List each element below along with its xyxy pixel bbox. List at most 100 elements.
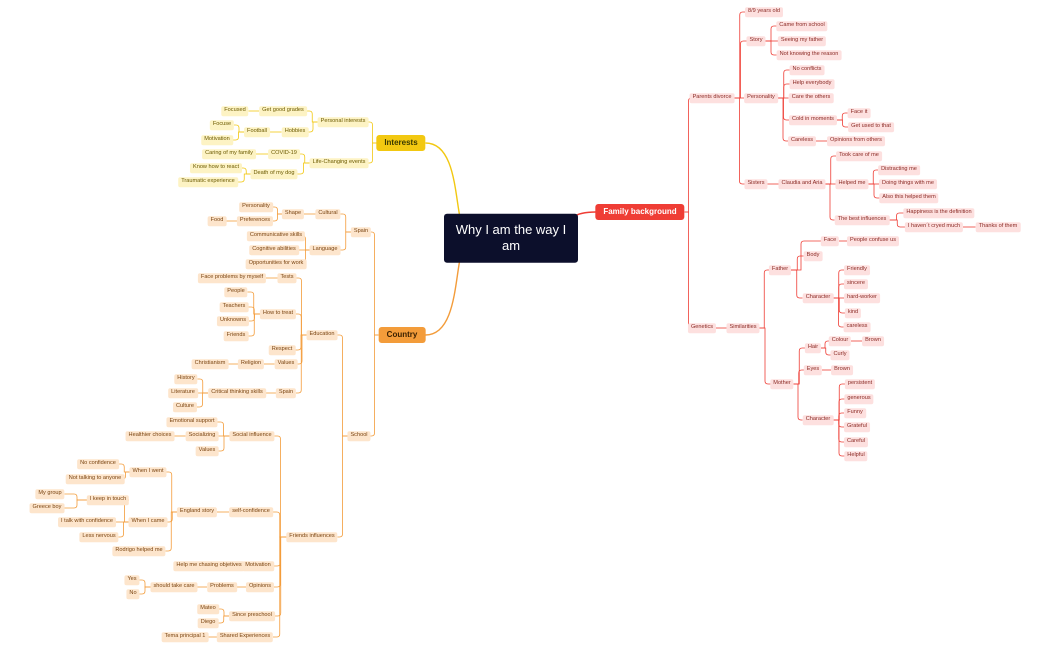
topic-greece-boy[interactable]: Greece boy bbox=[29, 503, 65, 513]
topic-spain[interactable]: Spain bbox=[275, 388, 297, 398]
topic-diego[interactable]: Diego bbox=[197, 618, 219, 628]
topic-motivation[interactable]: Motivation bbox=[242, 561, 274, 571]
topic-came-from-school[interactable]: Came from school bbox=[776, 21, 828, 31]
topic-cognitive-abilities[interactable]: Cognitive abilities bbox=[249, 245, 299, 255]
topic-my-group[interactable]: My group bbox=[35, 489, 65, 499]
topic-helped-me[interactable]: Helped me bbox=[835, 179, 869, 189]
topic-traumatic-experience[interactable]: Traumatic experience bbox=[178, 177, 238, 187]
topic-caring-of-my-family[interactable]: Caring of my family bbox=[202, 149, 256, 159]
topic-eyes[interactable]: Eyes bbox=[803, 365, 823, 375]
topic-healthier-choices[interactable]: Healthier choices bbox=[125, 431, 175, 441]
topic-education[interactable]: Education bbox=[306, 330, 338, 340]
topic-distracting-me[interactable]: Distracting me bbox=[878, 165, 920, 175]
topic-language[interactable]: Language bbox=[309, 245, 341, 255]
topic-friends[interactable]: Friends bbox=[223, 331, 249, 341]
topic-similarities[interactable]: Similarities bbox=[726, 323, 760, 333]
topic-happiness-is-the-definition[interactable]: Happiness is the definition bbox=[903, 208, 975, 218]
topic-claudia-and-aria[interactable]: Claudia and Aria bbox=[778, 179, 826, 189]
topic-self-confidence[interactable]: self-confidence bbox=[229, 507, 273, 517]
topic-careless[interactable]: careless bbox=[843, 322, 871, 332]
topic-persistent[interactable]: persistent bbox=[844, 379, 876, 389]
topic-tema-principal-1[interactable]: Tema principal 1 bbox=[161, 632, 209, 642]
topic-hard-worker[interactable]: hard-worker bbox=[844, 293, 880, 303]
topic-father[interactable]: Father bbox=[768, 265, 792, 275]
topic-story[interactable]: Story bbox=[746, 36, 766, 46]
topic-know-how-to-react[interactable]: Know how to react bbox=[189, 163, 243, 173]
topic-brown[interactable]: Brown bbox=[831, 365, 853, 375]
topic-also-this-helped-them[interactable]: Also this helped them bbox=[879, 193, 939, 203]
topic-face-it[interactable]: Face it bbox=[847, 108, 871, 118]
topic-when-i-went[interactable]: When I went bbox=[129, 467, 167, 477]
topic-england-story[interactable]: England story bbox=[176, 507, 218, 517]
topic-unknowns[interactable]: Unknowns bbox=[216, 316, 250, 326]
topic-help-me-chasing-objetives[interactable]: Help me chasing objetives bbox=[173, 561, 245, 571]
topic-preferences[interactable]: Preferences bbox=[236, 216, 274, 226]
topic-literature[interactable]: Literature bbox=[168, 388, 198, 398]
topic-mother[interactable]: Mother bbox=[770, 379, 794, 389]
topic-problems[interactable]: Problems bbox=[207, 582, 237, 592]
topic-communicative-skills[interactable]: Communicative skills bbox=[246, 231, 306, 241]
topic-when-i-came[interactable]: When I came bbox=[128, 517, 168, 527]
topic-opinions[interactable]: Opinions bbox=[245, 582, 275, 592]
topic-no[interactable]: No bbox=[126, 589, 140, 599]
topic-face[interactable]: Face bbox=[820, 236, 840, 246]
topic-life-changing-events[interactable]: Life-Changing events bbox=[309, 158, 369, 168]
topic-i-haven-t-cryed-much[interactable]: I haven´t cryed much bbox=[904, 222, 964, 232]
topic-less-nervous[interactable]: Less nervous bbox=[79, 532, 119, 542]
topic-generous[interactable]: generous bbox=[844, 394, 874, 404]
topic-seeing-my-father[interactable]: Seeing my father bbox=[777, 36, 827, 46]
topic-rodrigo-helped-me[interactable]: Rodrigo helped me bbox=[112, 546, 166, 556]
topic-sisters[interactable]: Sisters bbox=[744, 179, 768, 189]
topic-brown[interactable]: Brown bbox=[862, 336, 884, 346]
topic-people-confuse-us[interactable]: People confuse us bbox=[846, 236, 900, 246]
topic-food[interactable]: Food bbox=[207, 216, 227, 226]
topic-help-everybody[interactable]: Help everybody bbox=[789, 79, 835, 89]
topic-parents-divorce[interactable]: Parents divorce bbox=[689, 93, 735, 103]
topic-cold-in-moments[interactable]: Cold in moments bbox=[789, 115, 837, 125]
topic-doing-things-with-me[interactable]: Doing things with me bbox=[879, 179, 937, 189]
topic-i-talk-with-confidence[interactable]: I talk with confidence bbox=[58, 517, 116, 527]
topic-mateo[interactable]: Mateo bbox=[197, 604, 219, 614]
topic-history[interactable]: History bbox=[174, 374, 198, 384]
topic-funny[interactable]: Funny bbox=[844, 408, 866, 418]
topic-focused[interactable]: Focused bbox=[221, 106, 249, 116]
central-topic[interactable]: Why I am the way I am bbox=[444, 213, 578, 263]
topic-hobbies[interactable]: Hobbies bbox=[281, 127, 309, 137]
topic-personality[interactable]: Personality bbox=[239, 202, 273, 212]
topic-character[interactable]: Character bbox=[802, 293, 834, 303]
topic-get-used-to-that[interactable]: Get used to that bbox=[848, 122, 894, 132]
topic-hair[interactable]: Hair bbox=[804, 343, 822, 353]
topic-took-care-of-me[interactable]: Took care of me bbox=[836, 151, 882, 161]
topic-sincere[interactable]: sincere bbox=[843, 279, 869, 289]
topic-get-good-grades[interactable]: Get good grades bbox=[259, 106, 307, 116]
topic-shared-experiences[interactable]: Shared Experiences bbox=[216, 632, 274, 642]
branch-family-background[interactable]: Family background bbox=[595, 204, 685, 220]
branch-country[interactable]: Country bbox=[378, 327, 426, 343]
topic-tests[interactable]: Tests bbox=[277, 273, 297, 283]
topic-people[interactable]: People bbox=[224, 287, 248, 297]
topic-yes[interactable]: Yes bbox=[124, 575, 140, 585]
branch-interests[interactable]: Interests bbox=[376, 135, 426, 151]
topic-not-knowing-the-reason[interactable]: Not knowing the reason bbox=[776, 50, 842, 60]
topic-friends-influences[interactable]: Friends influences bbox=[286, 532, 338, 542]
topic-values[interactable]: Values bbox=[195, 446, 219, 456]
topic-should-take-care[interactable]: should take care bbox=[150, 582, 198, 592]
topic-values[interactable]: Values bbox=[274, 359, 298, 369]
topic-culture[interactable]: Culture bbox=[172, 402, 198, 412]
topic-helpful[interactable]: Helpful bbox=[844, 451, 868, 461]
topic-not-talking-to-anyone[interactable]: Not talking to anyone bbox=[65, 474, 125, 484]
topic-motivation[interactable]: Motivation bbox=[201, 135, 233, 145]
topic-the-best-influences[interactable]: The best influences bbox=[834, 215, 890, 225]
topic-death-of-my-dog[interactable]: Death of my dog bbox=[250, 169, 298, 179]
topic-body[interactable]: Body bbox=[803, 251, 823, 261]
topic-care-the-others[interactable]: Care the others bbox=[788, 93, 834, 103]
topic-opportunities-for-work[interactable]: Opportunities for work bbox=[245, 259, 307, 269]
topic-careful[interactable]: Careful bbox=[843, 437, 869, 447]
topic-christianism[interactable]: Christianism bbox=[191, 359, 229, 369]
topic-genetics[interactable]: Genetics bbox=[687, 323, 717, 333]
topic-face-problems-by-myself[interactable]: Face problems by myself bbox=[197, 273, 267, 283]
topic-respect[interactable]: Respect bbox=[268, 345, 296, 355]
topic-how-to-treat[interactable]: How to treat bbox=[259, 309, 297, 319]
topic-covid-19[interactable]: COVID-19 bbox=[268, 149, 300, 159]
topic-spain[interactable]: Spain bbox=[350, 227, 372, 237]
